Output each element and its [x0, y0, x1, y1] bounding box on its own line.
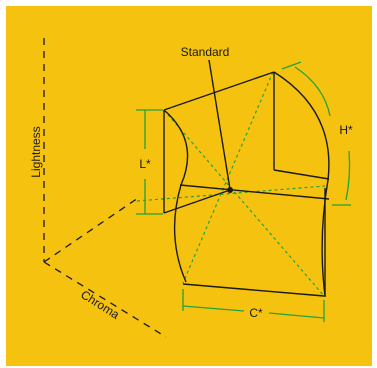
- c-star-line-right: [268, 312, 325, 319]
- front-curved-face: [163, 109, 189, 283]
- standard-label: Standard: [181, 45, 230, 59]
- l-star-label: L*: [139, 157, 151, 171]
- tolerance-volume: [163, 59, 330, 297]
- h-star-arc-upper: [294, 66, 331, 117]
- inner-horizontal-edge: [273, 169, 330, 180]
- h-star-label: H*: [339, 123, 353, 137]
- h-star-dimension: [281, 61, 351, 206]
- c-star-dimension: [182, 289, 325, 322]
- chroma-axis-line: [43, 261, 167, 338]
- diagonal-3: [136, 185, 326, 202]
- middle-horizontal-edge: [179, 184, 330, 200]
- color-tolerance-diagram: Standard Lightness Chroma L* C* H*: [6, 6, 372, 366]
- h-star-tick-top: [281, 61, 302, 70]
- diagonal-1: [163, 109, 325, 297]
- standard-leader: [208, 59, 231, 190]
- h-star-arc-lower: [345, 150, 351, 201]
- diagram-canvas: Standard Lightness Chroma L* C* H*: [6, 6, 372, 366]
- l-star-dimension: [136, 109, 163, 215]
- right-curved-face: [273, 71, 330, 297]
- hue-axis-line: [43, 197, 139, 263]
- c-star-line-left: [182, 305, 245, 312]
- bottom-edge: [182, 283, 325, 297]
- middle-slant-edge: [163, 189, 231, 214]
- top-edge: [163, 71, 275, 111]
- standard-point: [227, 187, 233, 193]
- lightness-axis-label: Lightness: [29, 126, 43, 177]
- c-star-label: C*: [249, 306, 263, 320]
